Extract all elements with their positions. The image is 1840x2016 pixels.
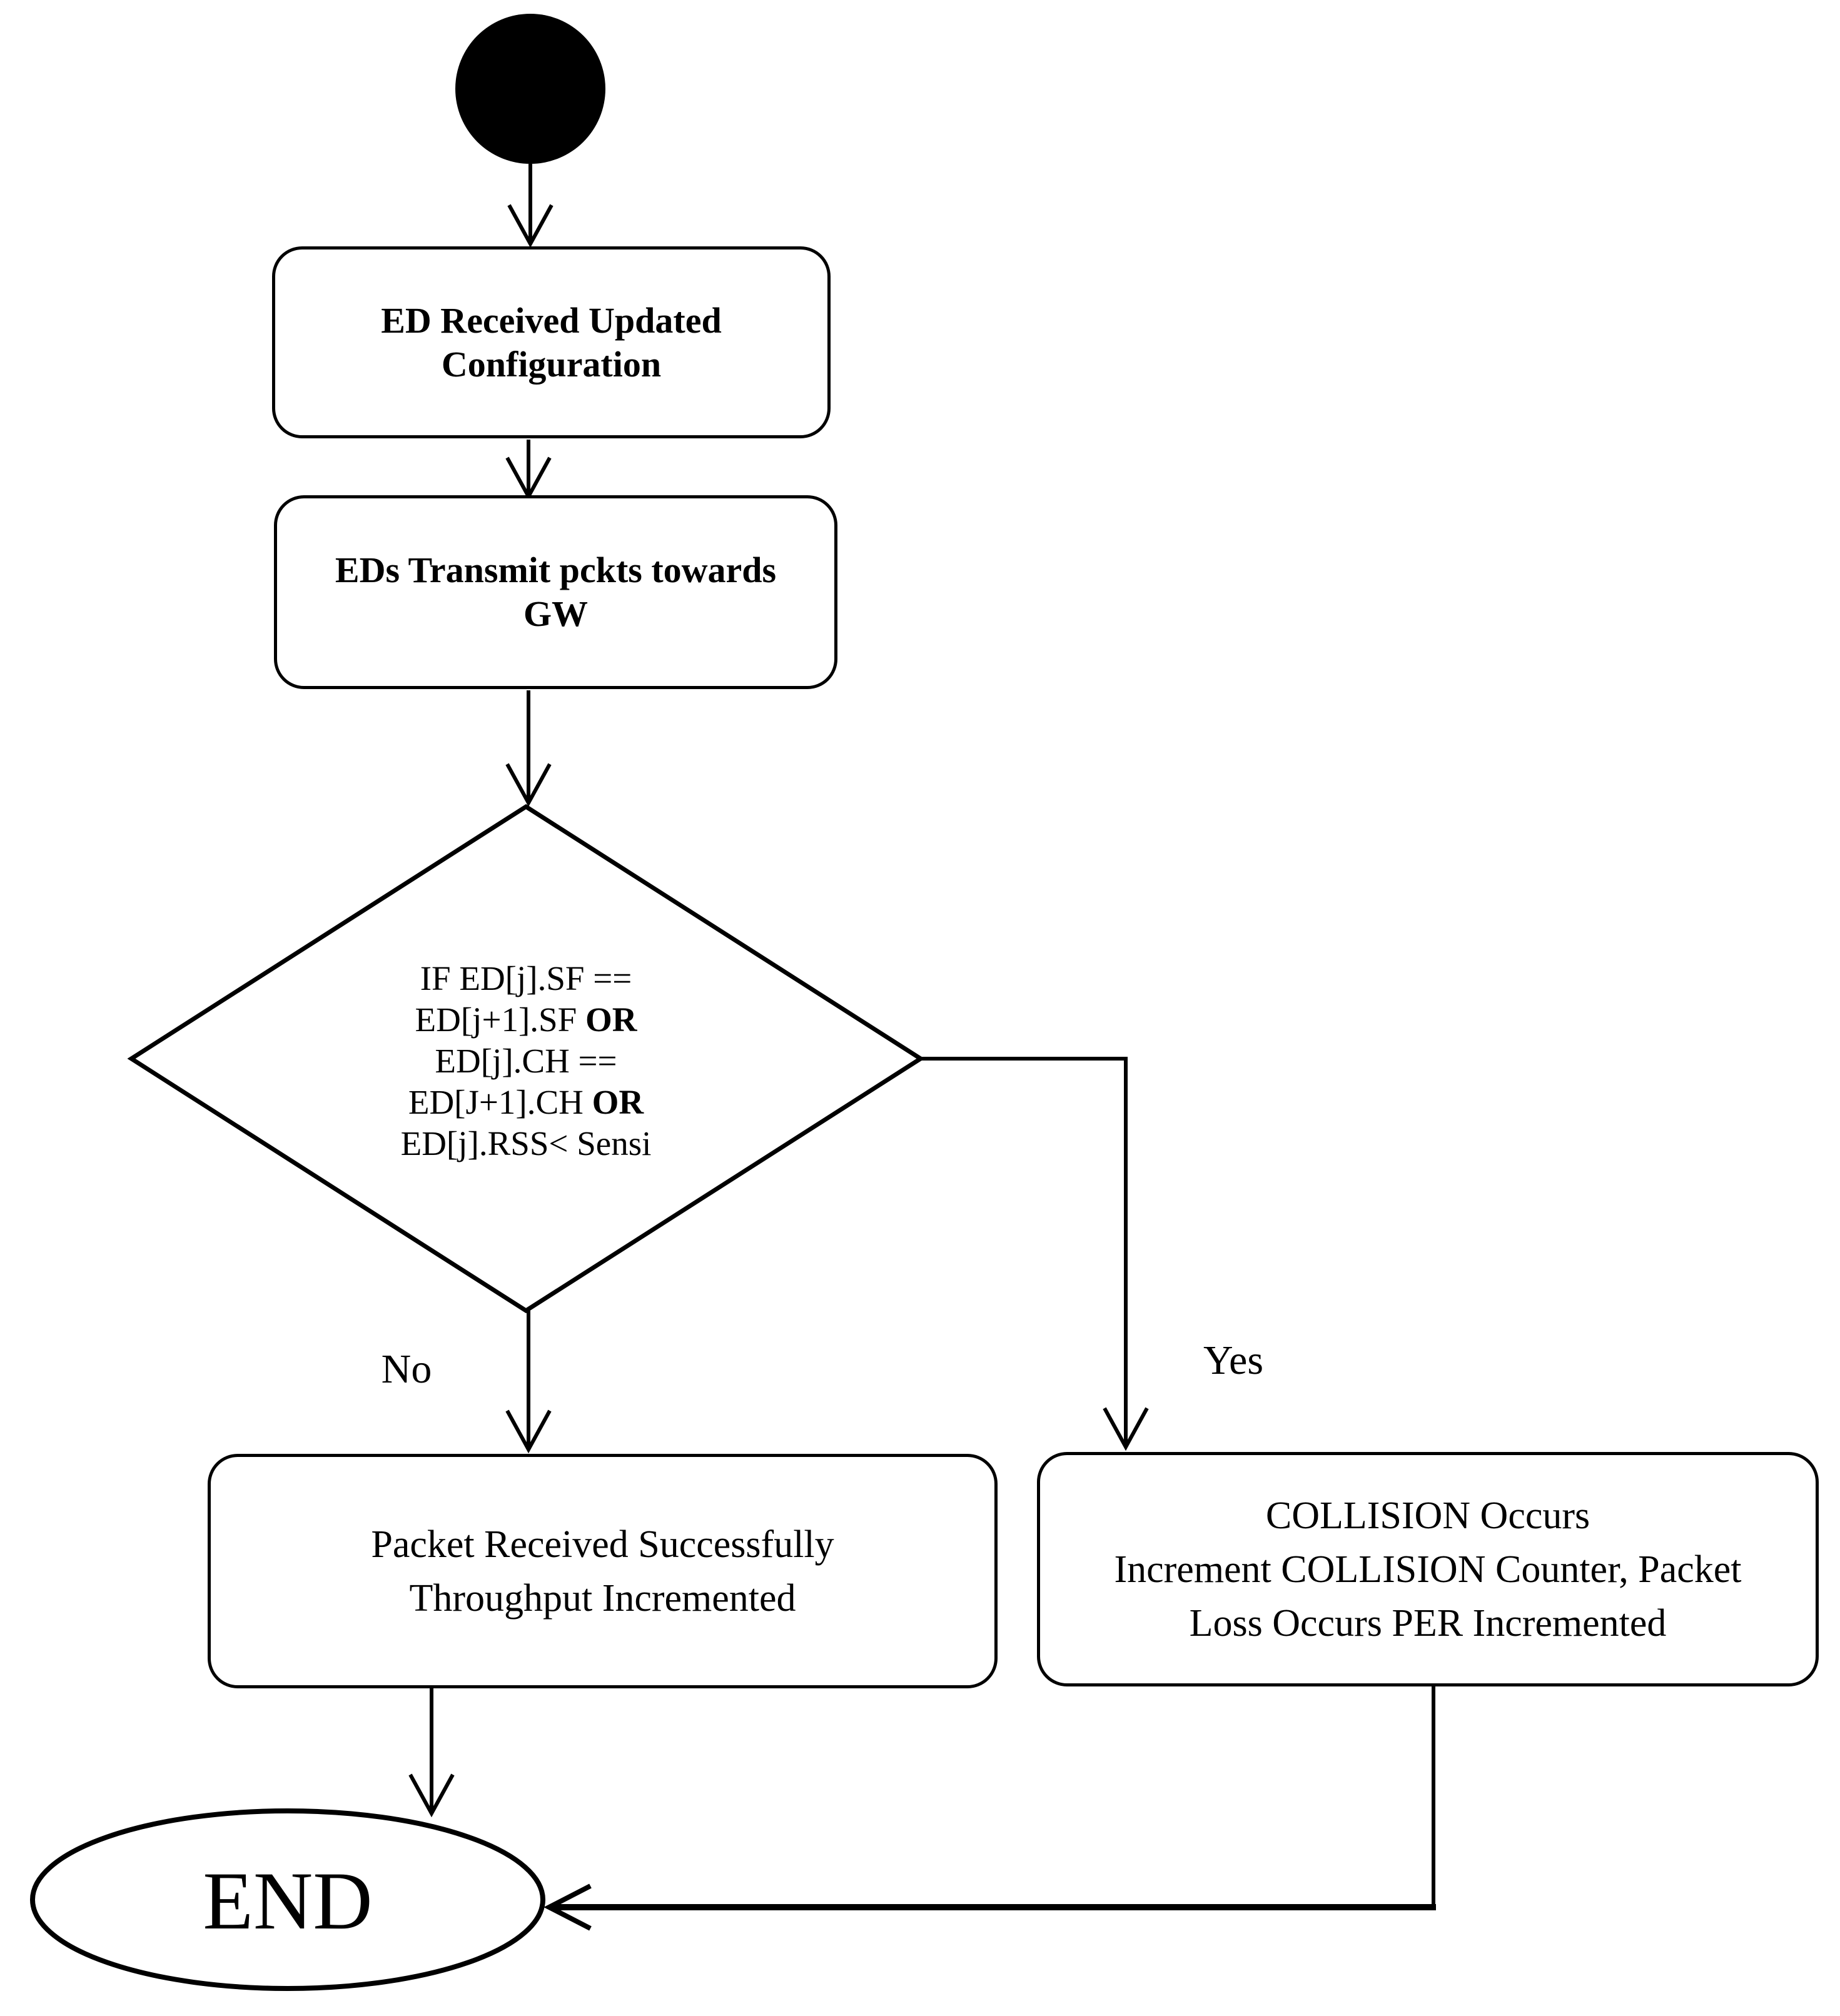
process-box-eds-transmit: EDs Transmit pckts towards GW	[274, 495, 837, 689]
process-box-text-line: GW	[523, 593, 589, 634]
process-box-text-line: EDs Transmit pckts towards	[335, 550, 777, 590]
process-box-text-line: Increment COLLISION Counter, Packet	[1114, 1548, 1742, 1591]
decision-text-line: ED[j].CH ==	[301, 1041, 751, 1082]
process-box-text-line: Configuration	[441, 343, 662, 385]
decision-line-text: IF ED[j].SF ==	[420, 959, 632, 997]
process-box-text-line: Packet Received Successfully	[371, 1523, 834, 1566]
end-node-label: END	[203, 1855, 373, 1947]
decision-diamond-shape	[127, 804, 925, 1314]
process-box-text-line: COLLISION Occurs	[1265, 1494, 1590, 1537]
arrowhead-box3-to-end	[408, 1773, 455, 1818]
process-box-collision-occurs: COLLISION Occurs Increment COLLISION Cou…	[1037, 1452, 1819, 1686]
decision-text-line: ED[j+1].SF OR	[301, 999, 751, 1041]
arrowhead-start-to-box1	[507, 204, 554, 248]
decision-line-text: ED[j].CH ==	[435, 1042, 617, 1080]
decision-line-text: ED[j+1].SF	[415, 1000, 585, 1039]
no-branch-label: No	[381, 1346, 432, 1392]
process-box-text-line: Loss Occurs PER Incremented	[1189, 1601, 1667, 1645]
decision-line-or: OR	[585, 1000, 637, 1039]
arrowhead-box2-to-decision	[505, 763, 552, 807]
start-node-circle	[455, 14, 605, 164]
arrowhead-decision-yes	[1103, 1407, 1149, 1451]
process-box-text-line: ED Received Updated	[381, 300, 722, 341]
process-box-packet-received: Packet Received Successfully Throughput …	[208, 1454, 998, 1688]
decision-text-line: ED[j].RSS< Sensi	[301, 1123, 751, 1164]
decision-diamond-text: IF ED[j].SF == ED[j+1].SF OR ED[j].CH ==…	[301, 958, 751, 1164]
arrowhead-box4-to-end	[543, 1883, 592, 1931]
edge-decision-yes	[921, 1057, 1128, 1444]
end-node-ellipse	[30, 1808, 545, 1991]
decision-line-text: ED[j].RSS< Sensi	[400, 1124, 652, 1162]
yes-branch-label: Yes	[1203, 1338, 1264, 1383]
process-box-ed-received-config: ED Received Updated Configuration	[272, 246, 831, 438]
decision-text-line: ED[J+1].CH OR	[301, 1082, 751, 1123]
process-box-text-line: Throughput Incremented	[409, 1576, 796, 1620]
decision-line-or: OR	[592, 1083, 644, 1121]
arrowhead-decision-no	[505, 1409, 552, 1454]
decision-text-line: IF ED[j].SF ==	[301, 958, 751, 999]
decision-line-text: ED[J+1].CH	[408, 1083, 592, 1121]
